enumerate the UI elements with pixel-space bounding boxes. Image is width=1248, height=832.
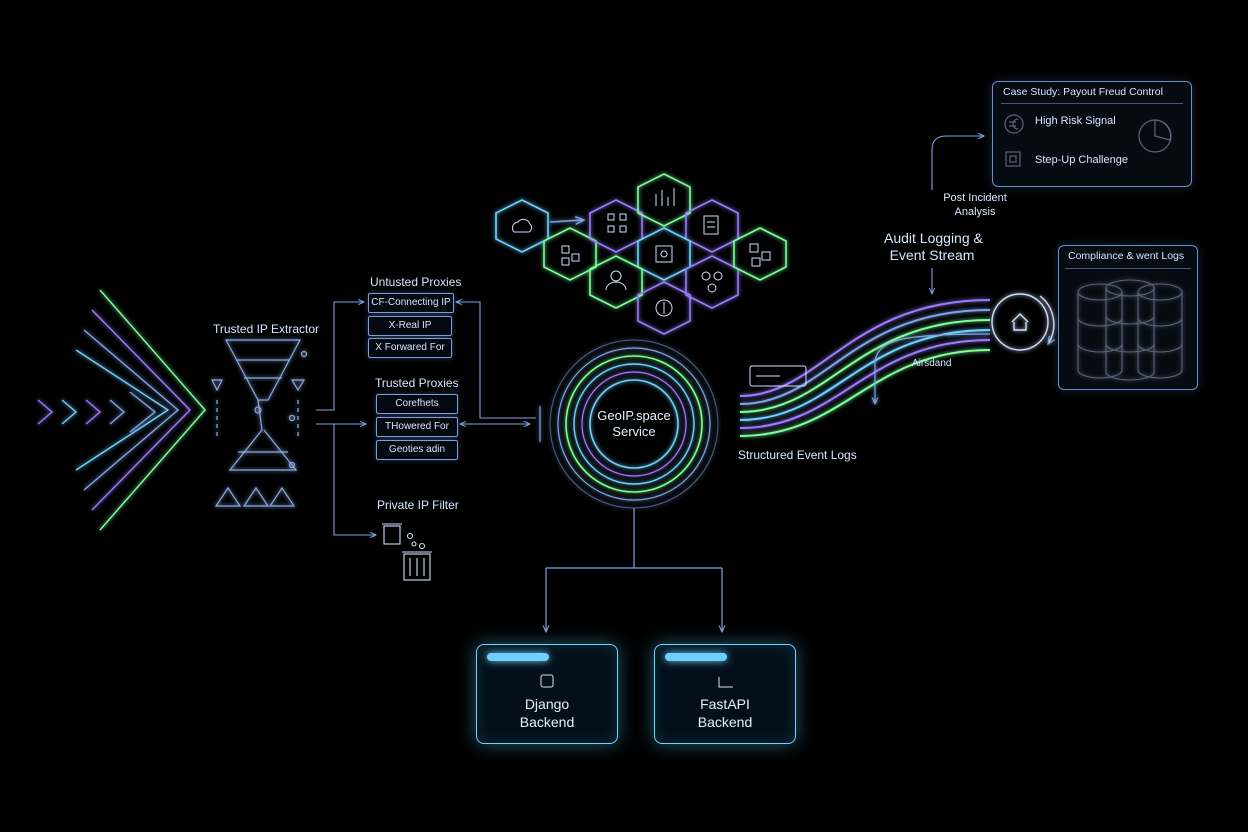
currency-icon [655, 299, 673, 317]
network-icon [701, 271, 723, 293]
hex-icons [511, 188, 771, 317]
card-accent-bar [665, 653, 727, 661]
trusted-proxy-item-1: Corefhets [376, 394, 458, 414]
untrusted-proxies-title: Untusted Proxies [370, 275, 462, 289]
untrusted-proxy-x-forwarded-for: X Forwared For [368, 338, 452, 358]
fastapi-backend-line2: Backend [697, 714, 753, 730]
service-subtitle: Service [612, 424, 656, 439]
input-chevrons [37, 289, 206, 531]
django-backend-line2: Backend [519, 714, 575, 730]
audit-connectors [932, 136, 984, 294]
structured-event-logs-label: Structured Event Logs [738, 448, 857, 462]
network-icon [749, 243, 771, 267]
stream-tag-icon [749, 365, 807, 387]
case-study-title: Case Study: Payout Freud Control [1003, 86, 1163, 98]
trusted-ip-extractor-label: Trusted IP Extractor [213, 322, 320, 336]
proxy-connectors [316, 302, 536, 535]
network-icon [655, 245, 673, 263]
compliance-logs-panel: Compliance & went Logs [1058, 245, 1198, 390]
bar-chart-icon [655, 188, 675, 206]
post-incident-label-line1: Post Incident [943, 192, 1007, 204]
event-log-streams [739, 299, 991, 437]
fastapi-backend-card: FastAPI Backend [654, 644, 796, 744]
cloud-icon [511, 218, 533, 233]
airsdand-label: Airsdand [912, 358, 952, 369]
untrusted-proxy-x-real-ip: X-Real IP [368, 316, 452, 336]
trusted-proxy-item-2: THowered For [376, 417, 458, 437]
network-icon [607, 213, 627, 233]
network-icon [561, 245, 580, 266]
step-up-challenge-label: Step-Up Challenge [1035, 154, 1128, 166]
fastapi-backend-line1: FastAPI [700, 696, 750, 712]
private-ip-filter-label: Private IP Filter [377, 498, 459, 512]
backend-connectors [546, 508, 722, 632]
panel-divider [1001, 103, 1183, 104]
fastapi-icon [718, 677, 733, 688]
audit-logging-label-line2: Event Stream [889, 247, 975, 263]
trash-icon [382, 523, 432, 581]
geoip-service-label: GeoIP.space Service [580, 408, 688, 440]
compliance-logs-title: Compliance & went Logs [1068, 250, 1185, 262]
trusted-ip-extractor-graphic [211, 339, 308, 507]
untrusted-proxy-cf-connecting-ip: CF-Connecting IP [368, 293, 454, 313]
case-study-panel: Case Study: Payout Freud Control High Ri… [992, 81, 1192, 187]
django-backend-card: Django Backend [476, 644, 618, 744]
stream-router [991, 293, 1054, 351]
django-backend-line1: Django [524, 696, 570, 712]
service-name: GeoIP.space [597, 408, 671, 423]
document-icon [703, 215, 719, 235]
audit-logging-label-line1: Audit Logging & [884, 230, 983, 246]
high-risk-signal-label: High Risk Signal [1035, 115, 1116, 127]
post-incident-label-line2: Analysis [954, 206, 996, 218]
trusted-proxies-title: Trusted Proxies [375, 376, 459, 390]
panel-divider [1065, 268, 1191, 269]
card-accent-bar [487, 653, 549, 661]
user-icon [605, 270, 627, 291]
django-icon [540, 674, 554, 688]
hex-cluster [495, 173, 787, 335]
trusted-proxy-item-3: Geoties adin [376, 440, 458, 460]
geoip-service-rings [539, 339, 719, 509]
